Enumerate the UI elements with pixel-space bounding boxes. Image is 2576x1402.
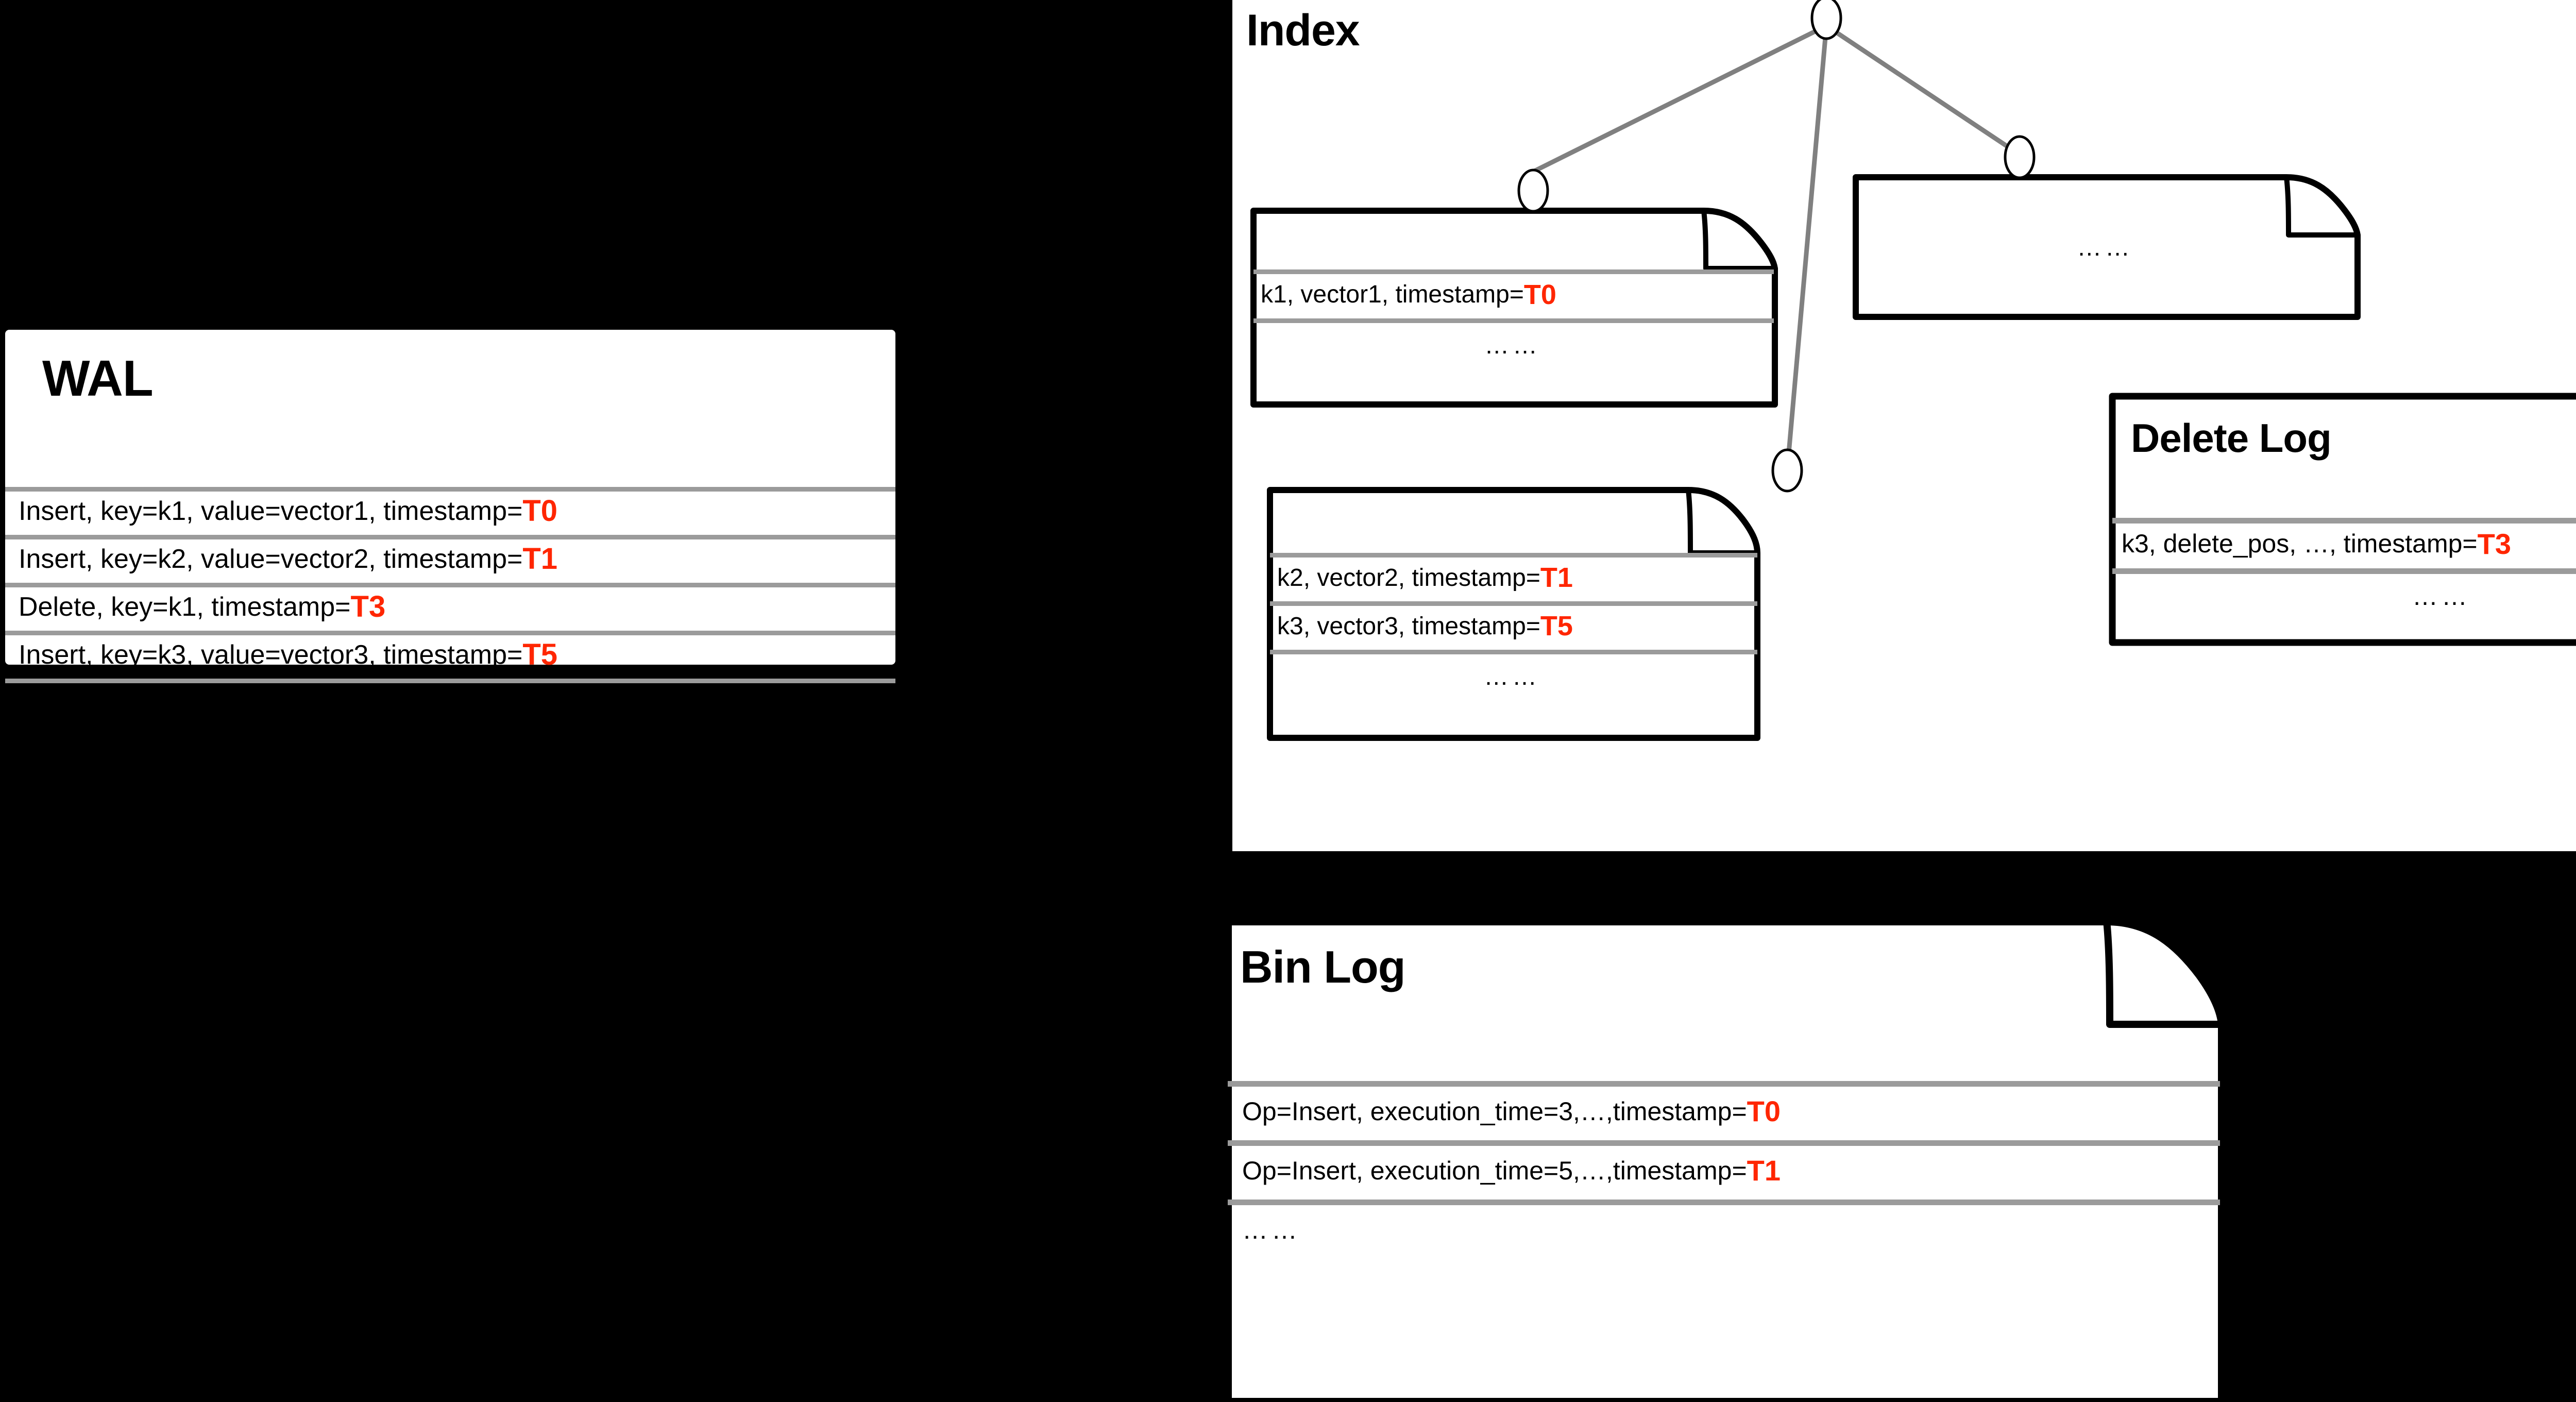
tree-node-right [2004,135,2036,179]
segment-k2-k3-row: k3, vector3, timestamp=T5 [1277,602,1757,650]
segment-k2-k3-row-text: k2, vector2, timestamp= [1277,564,1540,592]
bin-log-separator [1228,1081,2220,1087]
segment-ellipsis-row-text: …… [2077,234,2133,261]
wal-row-text: …… [19,687,80,718]
index-segment-ellipsis: …… [1853,174,2361,320]
wal-row-text: Delete, key=k1, timestamp= [19,592,351,622]
delete-log-title: Delete Log [2131,415,2332,461]
wal-row-timestamp: T3 [350,590,386,623]
wal-separator [5,679,895,683]
wal-row-timestamp: T0 [522,494,558,528]
bin-log-separator [1228,1200,2220,1205]
bin-log-title: Bin Log [1240,941,1405,992]
tree-node-root [1810,0,1842,40]
segment-k2-k3-row-timestamp: T1 [1540,562,1573,593]
segment-k1-shape [1250,208,1778,408]
segment-k2-k3-row-ellipsis: …… [1267,650,1757,704]
wal-row-timestamp: T1 [522,542,558,576]
bin-log-row-timestamp: T0 [1747,1095,1781,1127]
segment-k1-row: k1, vector1, timestamp=T0 [1261,271,1774,318]
segment-ellipsis-row: …… [1853,221,2358,275]
wal-row-text: Insert, key=k3, value=vector3, timestamp… [19,639,523,670]
segment-k2-k3-shape [1267,487,1760,741]
wal-row: Insert, key=k3, value=vector3, timestamp… [19,631,894,679]
delete-log-row: k3, delete_pos, …, timestamp=T3 [2122,519,2576,568]
segment-k1-row-text: …… [1484,332,1541,359]
delete-log-panel: Delete Log k3, delete_pos, …, timestamp=… [2109,393,2576,646]
wal-title: WAL [42,350,154,407]
delete-log-separator [2112,518,2576,523]
delete-log-row-timestamp: T3 [2477,527,2511,560]
bin-log-row-text: …… [1242,1215,1301,1244]
bin-log-shape [1224,917,2226,1402]
segment-k1-row-timestamp: T0 [1523,279,1556,310]
wal-row-text: Insert, key=k1, value=vector1, timestamp… [19,496,523,526]
index-panel: Index k1, vector1, timestamp=T0 …… [1232,0,2576,851]
segment-k2-k3-separator [1270,650,1757,654]
segment-ellipsis-shape [1853,174,2361,320]
delete-log-row-text: …… [2412,582,2471,611]
segment-k2-k3-separator [1270,553,1757,558]
bin-log-row-ellipsis: …… [1242,1201,2216,1259]
wal-row-text: Insert, key=k2, value=vector2, timestamp… [19,544,523,574]
segment-k2-k3-row-text: k3, vector3, timestamp= [1277,612,1540,640]
delete-log-row-ellipsis: …… [2109,568,2576,624]
wal-row: Insert, key=k2, value=vector2, timestamp… [19,535,894,583]
bin-log-row-timestamp: T1 [1747,1154,1781,1187]
wal-separator [5,631,895,635]
bin-log-panel: Bin Log Op=Insert, execution_time=3,…,ti… [1224,917,2226,1402]
segment-k1-row-text: k1, vector1, timestamp= [1261,281,1524,308]
index-title: Index [1246,6,1360,55]
bin-log-separator [1228,1140,2220,1146]
segment-k2-k3-row-timestamp: T5 [1540,611,1573,641]
wal-row-ellipsis: …… [19,679,894,727]
wal-row-timestamp: T5 [522,638,558,671]
segment-k1-separator [1253,269,1774,274]
delete-log-row-text: k3, delete_pos, …, timestamp= [2122,529,2478,558]
index-segment-k2-k3: k2, vector2, timestamp=T1 k3, vector3, t… [1267,487,1760,741]
wal-separator [5,487,895,492]
tree-node-middle [1771,448,1803,493]
wal-row: Delete, key=k1, timestamp=T3 [19,583,894,631]
tree-node-left [1517,168,1549,213]
segment-k2-k3-separator [1270,601,1757,606]
segment-k2-k3-row-text: …… [1484,663,1540,690]
bin-log-row-text: Op=Insert, execution_time=3,…,timestamp= [1242,1096,1747,1126]
segment-k2-k3-row: k2, vector2, timestamp=T1 [1277,554,1757,601]
wal-row: Insert, key=k1, value=vector1, timestamp… [19,487,894,535]
segment-k1-row-ellipsis: …… [1250,318,1775,373]
index-segment-k1: k1, vector1, timestamp=T0 …… [1250,208,1778,408]
bin-log-row: Op=Insert, execution_time=5,…,timestamp=… [1242,1141,2216,1200]
bin-log-row: Op=Insert, execution_time=3,…,timestamp=… [1242,1082,2216,1140]
segment-k1-separator [1253,318,1774,323]
wal-separator [5,583,895,587]
wal-separator [5,535,895,539]
delete-log-separator [2112,568,2576,574]
bin-log-row-text: Op=Insert, execution_time=5,…,timestamp= [1242,1156,1747,1185]
wal-panel: WAL Insert, key=k1, value=vector1, times… [5,330,895,718]
